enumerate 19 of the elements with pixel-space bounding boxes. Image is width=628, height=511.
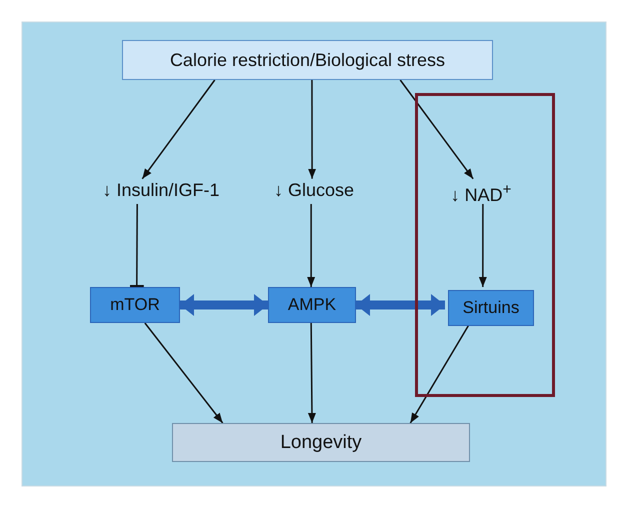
pathway-box: mTOR [90, 287, 180, 323]
process-box: Calorie restriction/Biological stress [122, 40, 493, 80]
inhibition-line [128, 204, 146, 288]
arrow [142, 80, 216, 180]
arrow [478, 204, 487, 287]
pathway-box: AMPK [268, 287, 356, 323]
outcome-box: Longevity [172, 423, 470, 462]
factor-label: ↓ Insulin/IGF-1 [102, 180, 220, 200]
arrow [308, 323, 316, 423]
highlight-frame [415, 93, 555, 397]
arrow [400, 80, 474, 180]
arrow [308, 80, 316, 179]
factor-label: ↓ Glucose [274, 180, 354, 200]
pathway-box: Sirtuins [448, 290, 534, 326]
double-arrow [356, 294, 445, 316]
double-arrow [180, 294, 268, 316]
arrow [307, 204, 316, 287]
factor-label: ↓ NAD$^{+}$ [450, 180, 512, 206]
arrow [144, 322, 224, 424]
